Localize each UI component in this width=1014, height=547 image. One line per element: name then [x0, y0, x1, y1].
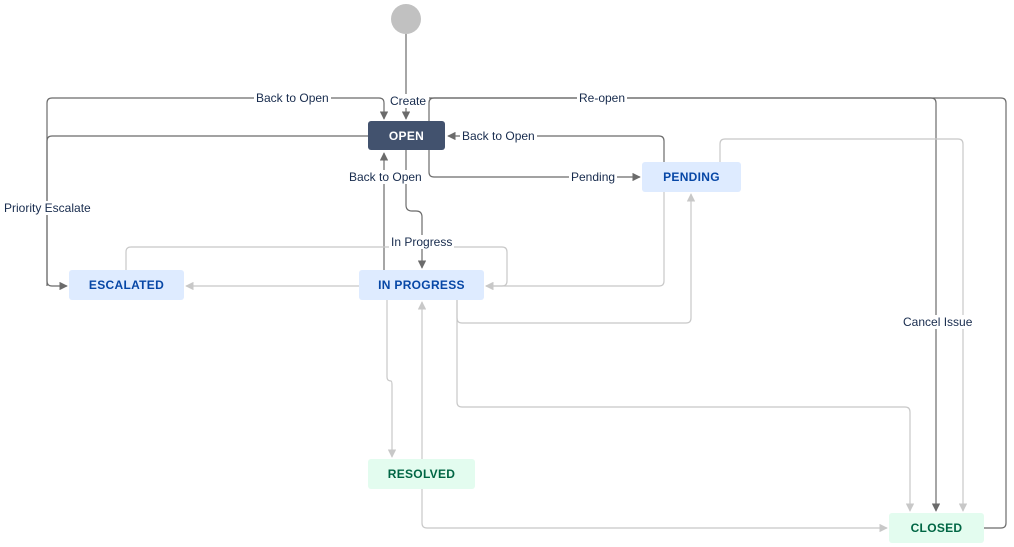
status-open[interactable]: OPEN — [368, 121, 445, 150]
status-resolved[interactable]: RESOLVED — [368, 459, 475, 489]
status-escalated[interactable]: ESCALATED — [69, 270, 184, 300]
start-node — [391, 4, 421, 34]
status-in-progress[interactable]: IN PROGRESS — [359, 270, 484, 300]
transition-label-in-progress[interactable]: In Progress — [389, 235, 455, 249]
edge-progress-to-closed — [456, 300, 915, 512]
edge-progress-self-loop — [125, 246, 508, 291]
transition-label-back-to-open-in-progress[interactable]: Back to Open — [347, 170, 424, 184]
transition-label-re-open[interactable]: Re-open — [577, 91, 628, 105]
edge-back-to-open-escalated — [46, 97, 389, 286]
transition-label-pending[interactable]: Pending — [569, 170, 618, 184]
edge-pending-to-progress-2 — [719, 138, 968, 512]
transition-label-back-to-open-escalated[interactable]: Back to Open — [254, 91, 331, 105]
edge-pending-to-progress — [485, 192, 665, 291]
edge-back-to-open-pending — [447, 131, 665, 162]
transition-label-back-to-open-pending[interactable]: Back to Open — [460, 129, 537, 143]
edge-progress-to-pending — [456, 193, 696, 324]
edge-resolved-to-closed — [421, 489, 888, 533]
transition-label-create[interactable]: Create — [388, 94, 429, 108]
status-pending[interactable]: PENDING — [642, 162, 741, 192]
edge-in-progress — [405, 150, 427, 269]
transition-label-cancel-issue[interactable]: Cancel Issue — [901, 315, 975, 329]
edge-cancel-issue — [429, 97, 941, 512]
edge-re-open — [428, 97, 1007, 529]
edge-pending — [428, 150, 641, 182]
edge-priority-escalate — [46, 135, 368, 291]
edge-progress-to-resolved — [386, 300, 397, 458]
transition-label-priority-escalate[interactable]: Priority Escalate — [2, 201, 93, 215]
status-closed[interactable]: CLOSED — [889, 513, 984, 543]
